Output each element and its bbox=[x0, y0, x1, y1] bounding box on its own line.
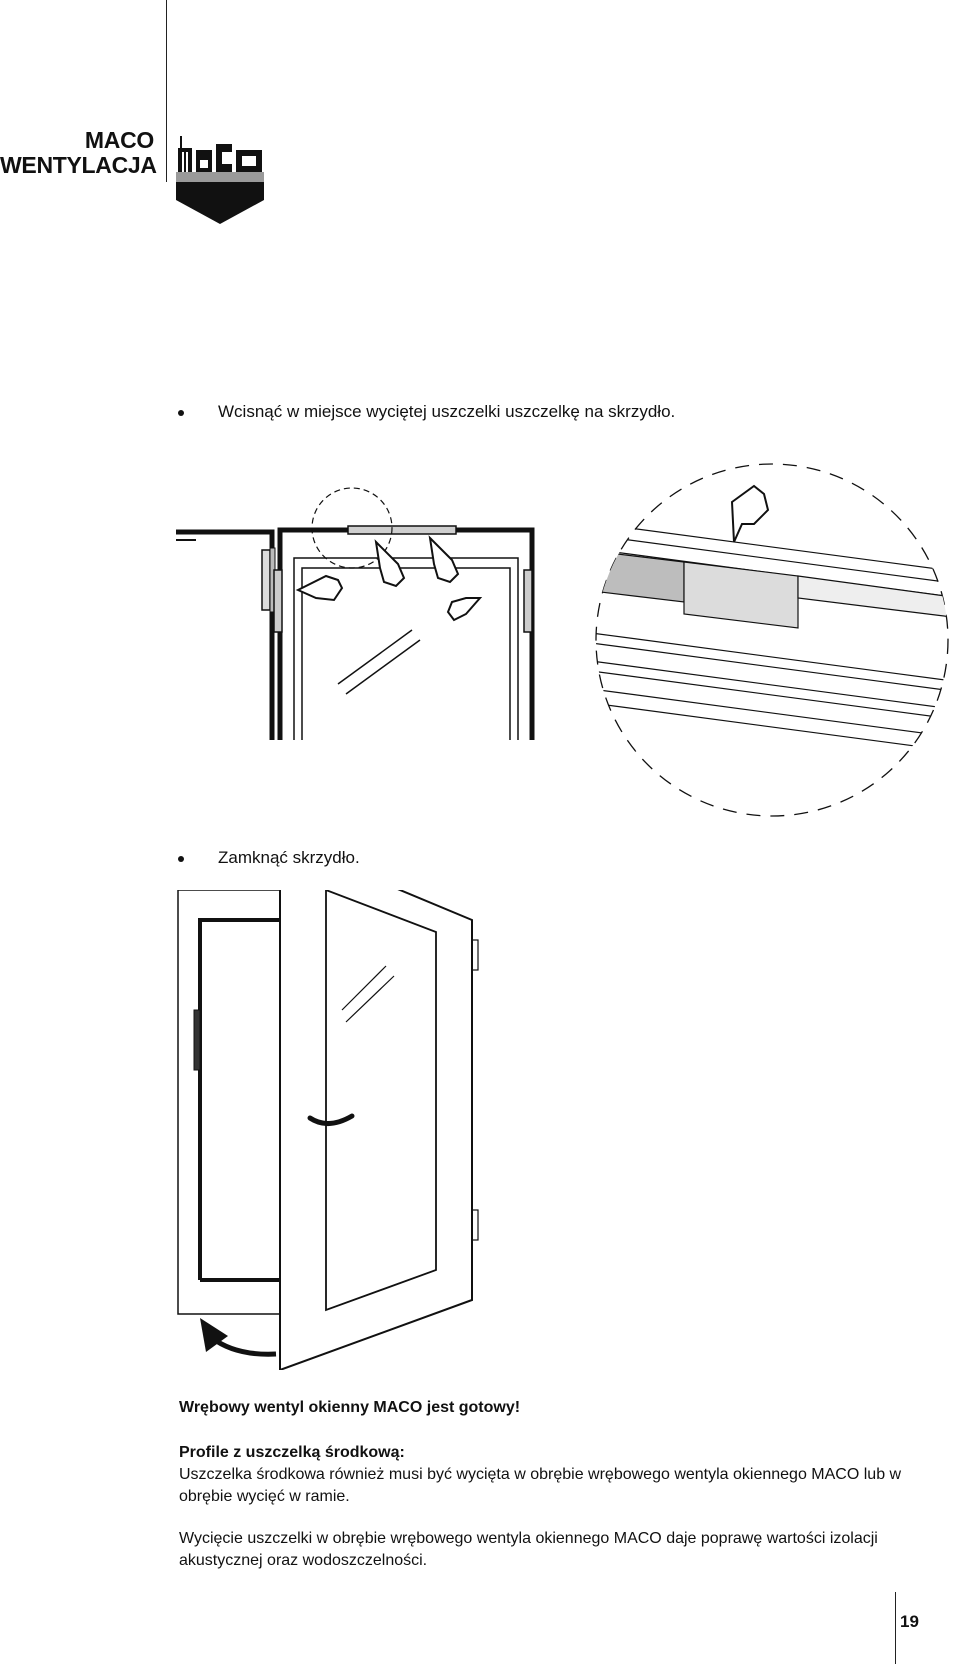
pointing-hand-icon bbox=[295, 535, 483, 622]
brand-name: MACO WENTYLACJA bbox=[0, 127, 157, 178]
step-2-text: Zamknąć skrzydło. bbox=[218, 848, 360, 867]
profiles-section: Profile z uszczelką środkową: Uszczelka … bbox=[179, 1442, 919, 1508]
window-seal-insert-figure bbox=[176, 487, 535, 740]
profiles-body: Uszczelka środkowa również musi być wyci… bbox=[179, 1466, 902, 1505]
extra-note: Wycięcie uszczelki w obrębie wrębowego w… bbox=[179, 1530, 878, 1569]
step-1-text: Wcisnąć w miejsce wyciętej uszczelki usz… bbox=[218, 402, 676, 421]
footer-divider bbox=[895, 1592, 896, 1664]
header-divider bbox=[166, 0, 167, 182]
pointing-hand-icon bbox=[730, 484, 770, 543]
window-close-figure bbox=[177, 890, 479, 1370]
page-number: 19 bbox=[900, 1612, 919, 1631]
seal-detail-figure bbox=[595, 463, 949, 817]
maco-logo-icon bbox=[176, 136, 264, 224]
ready-message: Wrębowy wentyl okienny MACO jest gotowy! bbox=[179, 1399, 521, 1416]
curved-arrow-icon bbox=[200, 1318, 277, 1357]
profiles-subtitle: Profile z uszczelką środkową: bbox=[179, 1444, 405, 1461]
brand-line-2: WENTYLACJA bbox=[0, 152, 157, 178]
brand-line-1: MACO bbox=[84, 127, 154, 153]
